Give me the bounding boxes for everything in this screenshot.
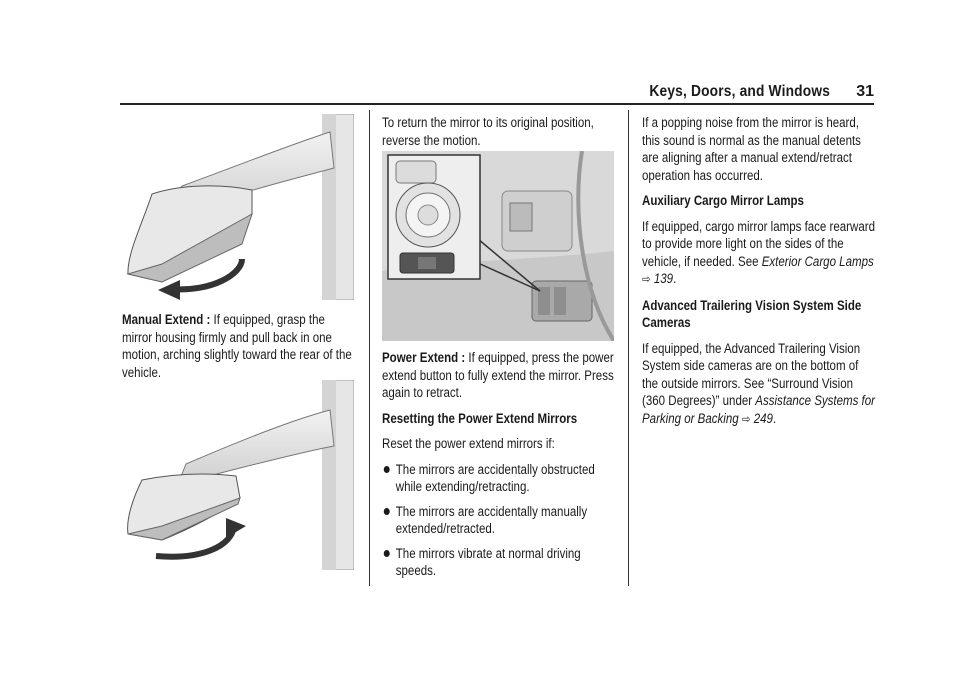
cargo-lamps-period: . [673,271,677,286]
cargo-lamps-paragraph: If equipped, cargo mirror lamps face rea… [642,218,877,289]
list-item: The mirrors are accidentally manually ex… [382,503,617,538]
page-number: 31 [856,83,874,100]
manual-retract-illustration [122,380,354,570]
assistance-systems-link[interactable]: Assistance Systems for Parking or Backin… [642,393,875,426]
power-extend-text: If equipped, press the power extend butt… [382,350,614,400]
manual-extend-term: Manual Extend : [122,312,211,327]
popping-noise-paragraph: If a popping noise from the mirror is he… [642,115,861,183]
trailering-period: . [772,410,777,426]
column-divider-right [628,110,629,586]
return-paragraph: To return the mirror to its original pos… [382,115,594,148]
reset-intro: Reset the power extend mirrors if: [382,436,555,451]
manual-extend-paragraph: Manual Extend : If equipped, grasp the m… [122,311,357,381]
power-extend-term: Power Extend : [382,350,466,365]
col3-text: If a popping noise from the mirror is he… [642,114,878,436]
page-reference-arrow-icon: ⇨ [642,272,651,286]
column-divider-left [369,110,370,586]
list-item: The mirrors are accidentally obstructed … [382,461,617,496]
reset-heading: Resetting the Power Extend Mirrors [382,410,578,426]
manual-extend-illustration [122,114,354,300]
manual-extend-text: If equipped, grasp the mirror housing fi… [122,312,352,380]
trailering-camera-text: If equipped, the Advanced Trailering Vis… [642,340,861,409]
reset-bullet-list: The mirrors are accidentally obstructed … [382,461,617,580]
col2-text: Power Extend : If equipped, press the po… [382,349,618,587]
cargo-lamps-page-ref[interactable]: 139 [653,271,674,286]
power-extend-paragraph: Power Extend : If equipped, press the po… [382,349,617,402]
cargo-lamps-text: If equipped, cargo mirror lamps face rea… [642,218,875,269]
assistance-systems-page-ref[interactable]: 249 [753,410,773,426]
col2-top-text: To return the mirror to its original pos… [382,114,618,157]
section-title: Keys, Doors, and Windows [649,83,830,100]
list-item: The mirrors vibrate at normal driving sp… [382,545,617,580]
page-reference-arrow-icon: ⇨ [741,411,751,426]
running-header: Keys, Doors, and Windows 31 [120,83,874,105]
trailering-camera-paragraph: If equipped, the Advanced Trailering Vis… [642,340,877,429]
exterior-cargo-lamps-link[interactable]: Exterior Cargo Lamps [761,253,874,269]
col1-text: Manual Extend : If equipped, grasp the m… [122,311,358,389]
power-extend-illustration [382,151,614,341]
cargo-lamps-heading: Auxiliary Cargo Mirror Lamps [642,193,804,208]
trailering-camera-heading: Advanced Trailering Vision System Side C… [642,297,862,331]
